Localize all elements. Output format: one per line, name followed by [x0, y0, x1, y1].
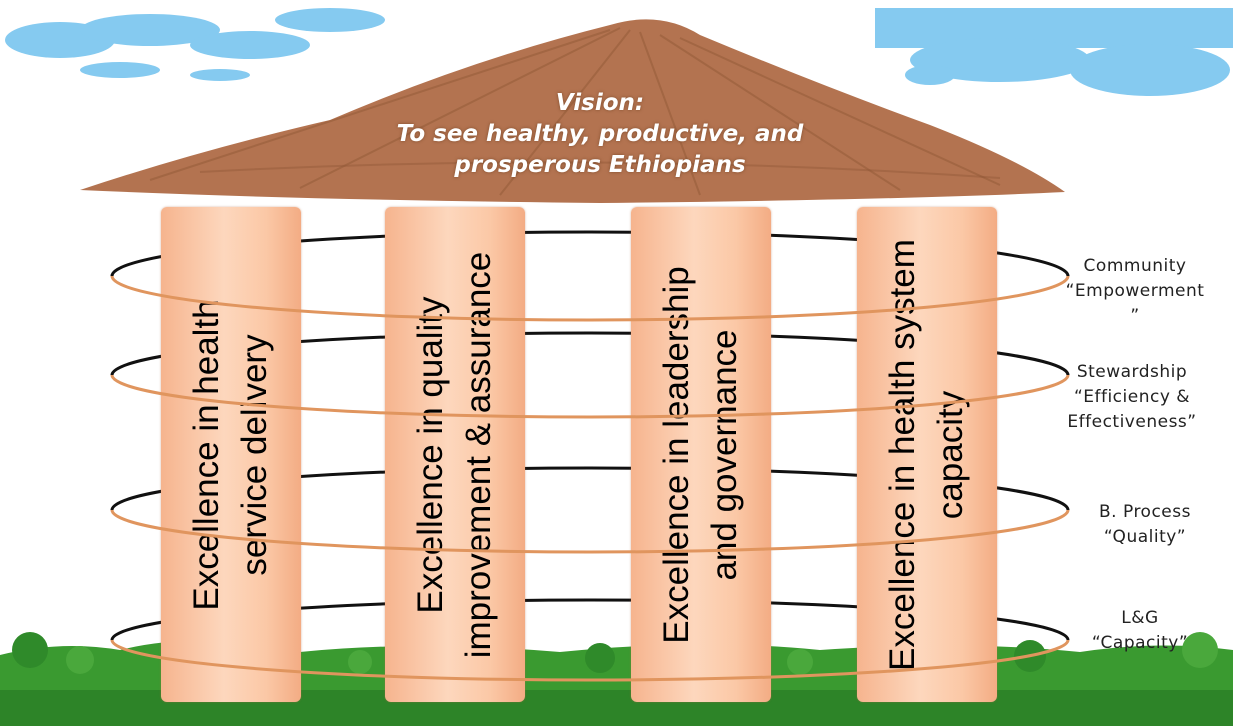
pillar-label-line-2: improvement & assurance — [459, 251, 498, 658]
ring-label-line-1: B. Process — [1099, 502, 1191, 522]
vision-line-1: To see healthy, productive, and — [396, 121, 804, 147]
thatched-roof — [80, 19, 1065, 203]
ring-label-line-2: “Quality” — [1103, 527, 1187, 547]
ring-label-line-2: “Capacity” — [1091, 633, 1189, 653]
ring-label-line-1: L&G — [1121, 608, 1159, 628]
pillar-label-line-2: service delivery — [235, 333, 274, 576]
sky-clouds — [5, 8, 1233, 96]
vision-statement: Vision: To see healthy, productive, and … — [360, 88, 840, 181]
pillar-label: Excellence in health service delivery — [183, 215, 279, 695]
ring-label-line-3: ” — [1130, 306, 1140, 326]
pillar-label-line-2: and governance — [705, 328, 744, 581]
pillar-label-line-1: Excellence in health — [187, 298, 226, 611]
pillar-quality-improvement: Excellence in quality improvement & assu… — [385, 207, 525, 702]
ring-label-line-2: “Empowerment — [1065, 281, 1205, 301]
pillar-label: Excellence in health system capacity — [879, 215, 975, 695]
pillar-health-system-capacity: Excellence in health system capacity — [857, 207, 997, 702]
vision-line-2: prosperous Ethiopians — [454, 152, 746, 178]
ring-label-business-process: B. Process “Quality” — [1045, 500, 1233, 550]
ring-label-stewardship: Stewardship “Efficiency & Effectiveness” — [1032, 360, 1232, 435]
pillar-label-line-1: Excellence in leadership — [657, 265, 696, 644]
pillar-label-line-1: Excellence in health system — [883, 238, 922, 671]
ring-label-line-1: Stewardship — [1076, 362, 1188, 382]
pillar-leadership-governance: Excellence in leadership and governance — [631, 207, 771, 702]
ring-label-leadership-governance: L&G “Capacity” — [1040, 606, 1233, 656]
vision-title: Vision: — [555, 90, 645, 116]
ring-label-line-2: “Efficiency & — [1073, 387, 1191, 407]
pillar-label: Excellence in leadership and governance — [653, 215, 749, 695]
ring-label-line-3: Effectiveness” — [1067, 412, 1197, 432]
pillar-label-line-1: Excellence in quality — [411, 295, 450, 614]
ring-label-line-1: Community — [1083, 256, 1187, 276]
ring-label-community-empowerment: Community “Empowerment ” — [1035, 254, 1233, 329]
pillar-label-line-2: capacity — [931, 390, 970, 519]
pillar-label: Excellence in quality improvement & assu… — [407, 215, 503, 695]
pillar-service-delivery: Excellence in health service delivery — [161, 207, 301, 702]
